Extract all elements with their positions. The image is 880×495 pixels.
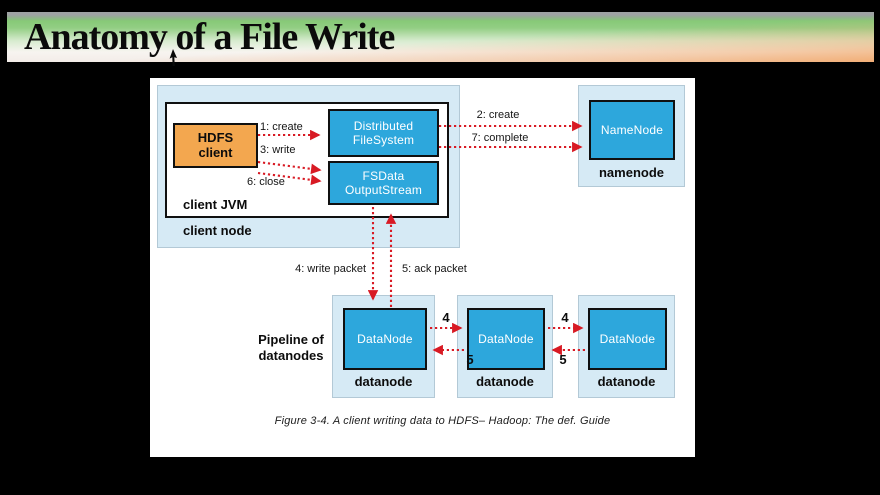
pipeline-ack-num-1: 5 bbox=[466, 352, 474, 367]
datanode-node-3: DataNode bbox=[588, 308, 667, 370]
pipeline-forward-num-2: 4 bbox=[561, 310, 569, 325]
arrow-label-2-create: 2: create bbox=[476, 109, 520, 121]
client-jvm-label: client JVM bbox=[183, 197, 248, 212]
arrow-label-3-write: 3: write bbox=[260, 144, 296, 156]
datanode-label-1: datanode bbox=[354, 374, 413, 389]
arrow-label-4-write-packet: 4: write packet bbox=[295, 263, 366, 275]
namenode-label: namenode bbox=[598, 165, 664, 180]
arrow-label-5-ack-packet: 5: ack packet bbox=[402, 263, 467, 275]
namenode-node: NameNode bbox=[589, 100, 675, 160]
client-node-label: client node bbox=[183, 223, 252, 238]
datanode-label-3: datanode bbox=[597, 374, 656, 389]
datanode-label-2: datanode bbox=[476, 374, 534, 389]
hdfs-client-node: HDFS client bbox=[173, 123, 258, 168]
pipeline-label: Pipeline of datanodes bbox=[258, 332, 324, 363]
datanode-node-2: DataNode bbox=[467, 308, 545, 370]
cursor-icon bbox=[169, 49, 177, 66]
fsdata-outputstream-node: FSData OutputStream bbox=[328, 161, 439, 205]
arrow-label-6-close: 6: close bbox=[247, 176, 285, 188]
arrow-label-7-complete: 7: complete bbox=[471, 132, 529, 144]
datanode-node-1: DataNode bbox=[343, 308, 427, 370]
figure-caption: Figure 3-4. A client writing data to HDF… bbox=[274, 415, 611, 427]
slide-title: Anatomy of a File Write bbox=[24, 16, 395, 58]
distributed-filesystem-node: Distributed FileSystem bbox=[328, 109, 439, 157]
pipeline-ack-num-2: 5 bbox=[559, 352, 567, 367]
diagram-panel: HDFS client Distributed FileSystem FSDat… bbox=[150, 78, 695, 457]
arrow-label-1-create: 1: create bbox=[260, 121, 303, 133]
pipeline-forward-num-1: 4 bbox=[442, 310, 450, 325]
title-banner: Anatomy of a File Write bbox=[7, 12, 874, 62]
